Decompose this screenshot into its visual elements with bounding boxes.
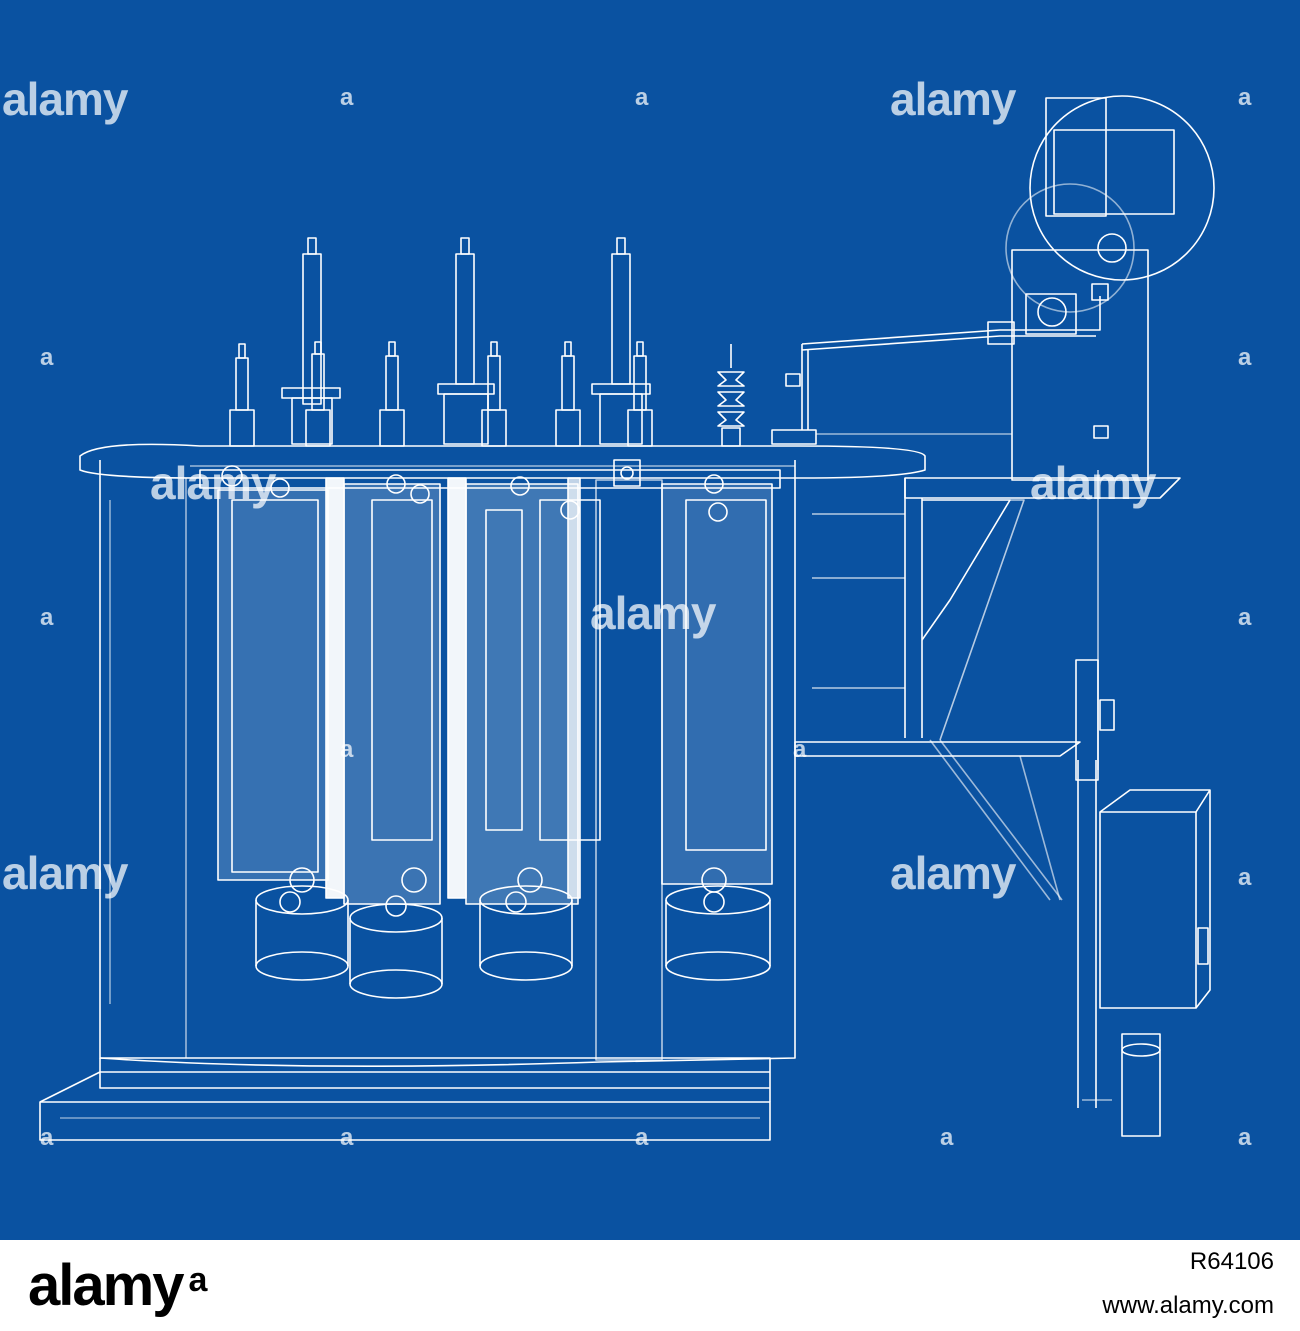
watermark-text: alamy — [590, 587, 716, 639]
base-skid — [39, 1057, 771, 1141]
winding-bases — [255, 867, 771, 999]
conservator-assembly — [771, 95, 1215, 481]
transformer-wireframe — [39, 95, 1215, 1141]
watermark-mark: a — [1238, 1124, 1252, 1151]
watermark-mark: a — [1238, 344, 1252, 371]
watermark-mark: a — [340, 84, 354, 111]
transformer-blueprint-drawing: alamy a a alamy a a a alamy alamy a alam… — [0, 0, 1300, 1240]
core-windings — [199, 469, 781, 1061]
watermark-text: alamy — [890, 847, 1016, 899]
watermark-mark: a — [40, 1124, 54, 1151]
watermark-mark: a — [1238, 604, 1252, 631]
watermark-mark: a — [1238, 84, 1252, 111]
watermark-mark: a — [793, 736, 807, 763]
watermark-mark: a — [40, 344, 54, 371]
watermark-mark: a — [340, 1124, 354, 1151]
logo-mark: a — [188, 1261, 207, 1299]
watermark-mark: a — [940, 1124, 954, 1151]
watermark-text: alamy — [2, 73, 128, 125]
control-cabinet — [1075, 659, 1211, 1137]
watermark-text: alamy — [890, 73, 1016, 125]
side-platform — [794, 470, 1181, 901]
watermark-mark: a — [40, 604, 54, 631]
logo-text: alamy — [28, 1253, 184, 1318]
watermark-mark: a — [340, 736, 354, 763]
watermark-text: alamy — [1030, 457, 1156, 509]
image-id: R64106 — [1189, 1248, 1274, 1275]
top-connectors — [221, 459, 728, 522]
transformer-tank — [79, 443, 926, 1067]
watermark-mark: a — [635, 84, 649, 111]
watermark-mark: a — [635, 1124, 649, 1151]
watermark-text: alamy — [2, 847, 128, 899]
site-url: www.alamy.com — [1102, 1292, 1274, 1319]
watermark-mark: a — [1238, 864, 1252, 891]
watermark-text: alamy — [150, 457, 276, 509]
bushings — [229, 237, 745, 447]
